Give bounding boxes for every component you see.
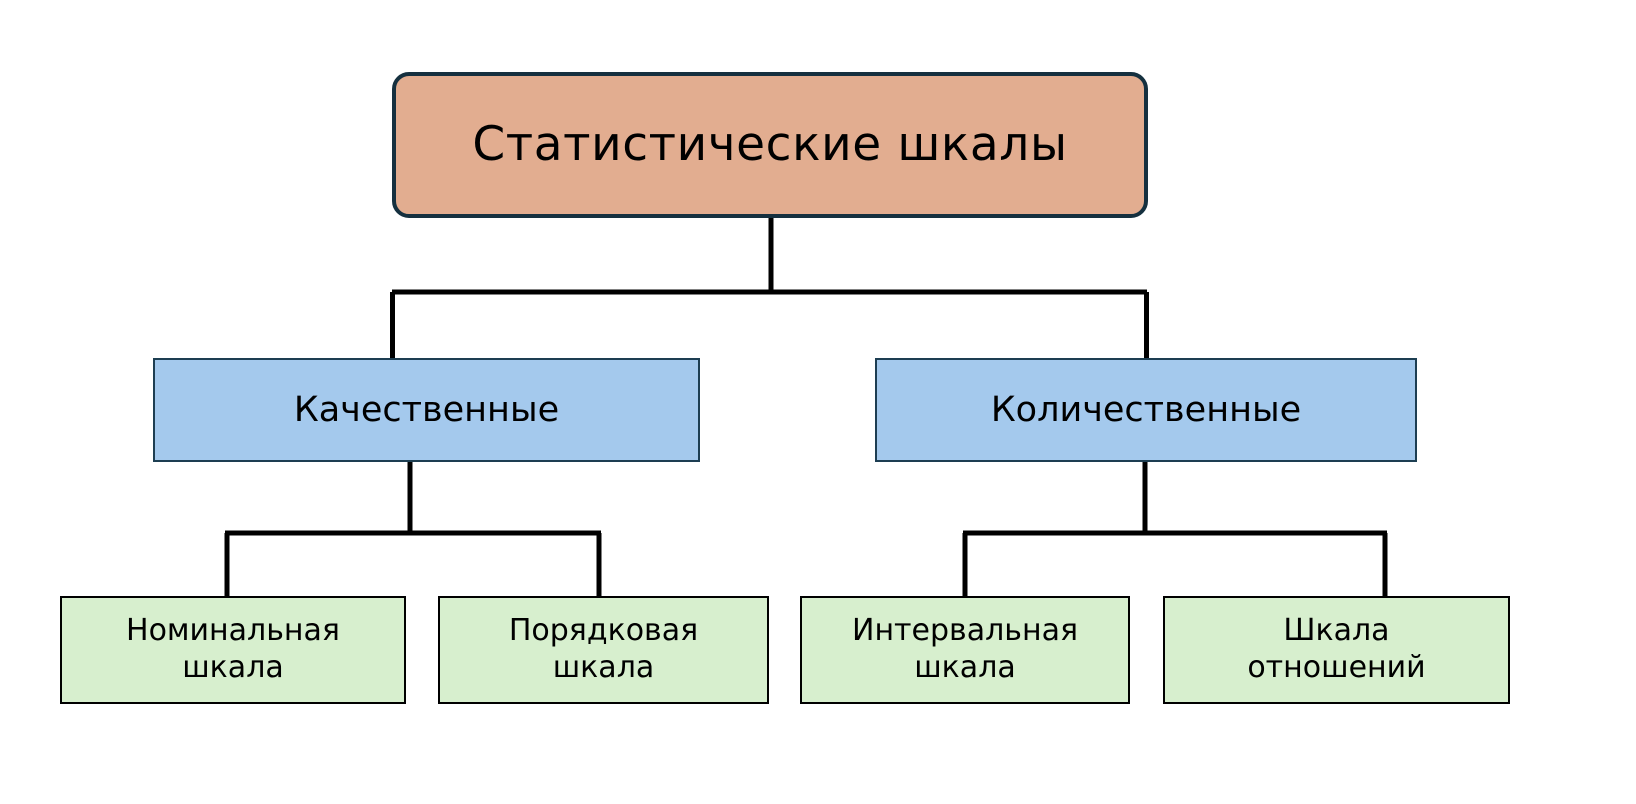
node-qualitative[interactable]: Качественные <box>153 358 700 462</box>
node-quantitative[interactable]: Количественные <box>875 358 1417 462</box>
node-ordinal-scale[interactable]: Порядковая шкала <box>438 596 769 704</box>
node-nominal-scale[interactable]: Номинальная шкала <box>60 596 406 704</box>
node-statistical-scales[interactable]: Статистические шкалы <box>392 72 1148 218</box>
node-interval-scale[interactable]: Интервальная шкала <box>800 596 1130 704</box>
node-ratio-scale[interactable]: Шкала отношений <box>1163 596 1510 704</box>
